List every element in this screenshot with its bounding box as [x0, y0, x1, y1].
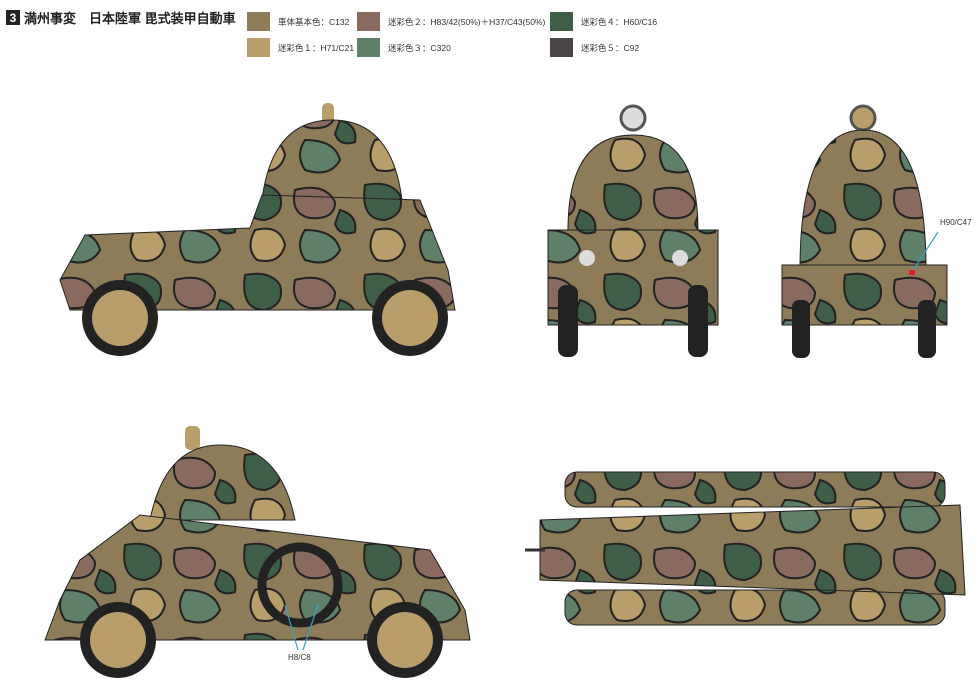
top-view — [525, 471, 966, 626]
color-swatch-camo4: 迷彩色４：H60/C16 — [550, 12, 657, 31]
step-number: 3 — [6, 10, 20, 25]
side-view-left — [59, 103, 456, 356]
color-swatch-camo5: 迷彩色５：C92 — [550, 38, 639, 57]
color-swatch-base: 車体基本色：C132 — [247, 12, 349, 31]
side-view-right — [44, 426, 471, 678]
rear-view — [781, 104, 948, 358]
title-text: 満州事変 日本陸軍 毘式装甲自動車 — [24, 11, 236, 26]
color-swatch-camo1: 迷彩色１：H71/C21 — [247, 38, 354, 57]
page-title: 3 満州事変 日本陸軍 毘式装甲自動車 — [6, 8, 236, 27]
front-view — [547, 104, 719, 357]
color-swatch-camo2: 迷彩色２：H83/42(50%)＋H37/C43(50%) — [357, 12, 545, 31]
color-swatch-camo3: 迷彩色３：C320 — [357, 38, 451, 57]
callout-rear: H90/C47 — [940, 218, 972, 227]
callout-side: H8/C8 — [288, 653, 311, 662]
